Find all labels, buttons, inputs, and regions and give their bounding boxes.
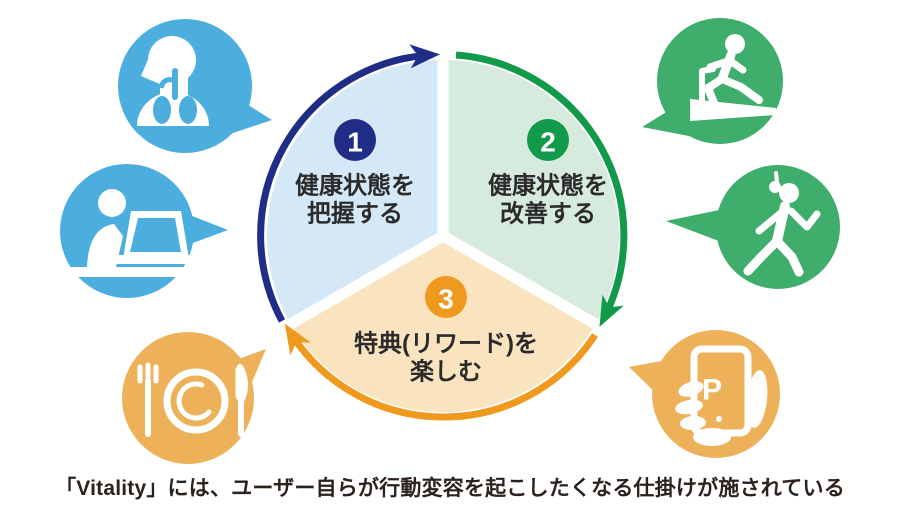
meal-icon — [137, 362, 248, 437]
step3-badge — [425, 276, 467, 318]
bubble-medical-checkup — [118, 19, 272, 153]
step1-label-line1: 健康状態を — [295, 172, 415, 200]
bubble-treadmill — [642, 18, 783, 144]
step1-label-group: 1 健康状態を 把握する — [295, 119, 415, 228]
bubble-meal — [122, 332, 266, 464]
bubble-reward-phone: P — [629, 330, 780, 458]
step1-number: 1 — [347, 127, 363, 158]
step3-label-group: 3 特典(リワード)を 楽しむ — [354, 276, 538, 386]
step2-number: 2 — [540, 127, 556, 158]
desk-detail — [68, 255, 198, 277]
bubble-desk-work — [60, 164, 228, 298]
bubble-tail — [666, 209, 724, 243]
sector-gaps — [277, 48, 609, 335]
cycle-pie — [267, 48, 619, 412]
step3-label-line2: 楽しむ — [410, 358, 482, 386]
reward-phone-icon: P — [675, 345, 768, 446]
step2-label-line2: 改善する — [500, 200, 596, 228]
step2-label-line1: 健康状態を — [488, 172, 608, 200]
treadmill-running-icon — [690, 34, 776, 121]
arrow-step2 — [455, 51, 628, 327]
bubble-circle — [122, 332, 254, 464]
step2-badge — [527, 119, 569, 161]
arrow-step3 — [284, 323, 598, 421]
step3-number: 3 — [438, 284, 454, 315]
lungs-detail — [153, 68, 197, 124]
step1-label-line2: 把握する — [307, 201, 403, 228]
bubble-walking — [666, 165, 840, 289]
walking-icon — [743, 171, 821, 277]
step1-badge — [334, 119, 376, 161]
step3-label-line1: 特典(リワード)を — [354, 330, 538, 358]
caption: 「Vitality」には、ユーザー自らが行動変容を起こしたくなる仕掛けが施されて… — [55, 477, 845, 500]
arrow-step1 — [257, 44, 440, 323]
step2-label-group: 2 健康状態を 改善する — [488, 119, 608, 228]
sector-step3 — [290, 236, 596, 412]
laptop-screen — [130, 218, 181, 252]
points-letter: P — [702, 374, 722, 407]
